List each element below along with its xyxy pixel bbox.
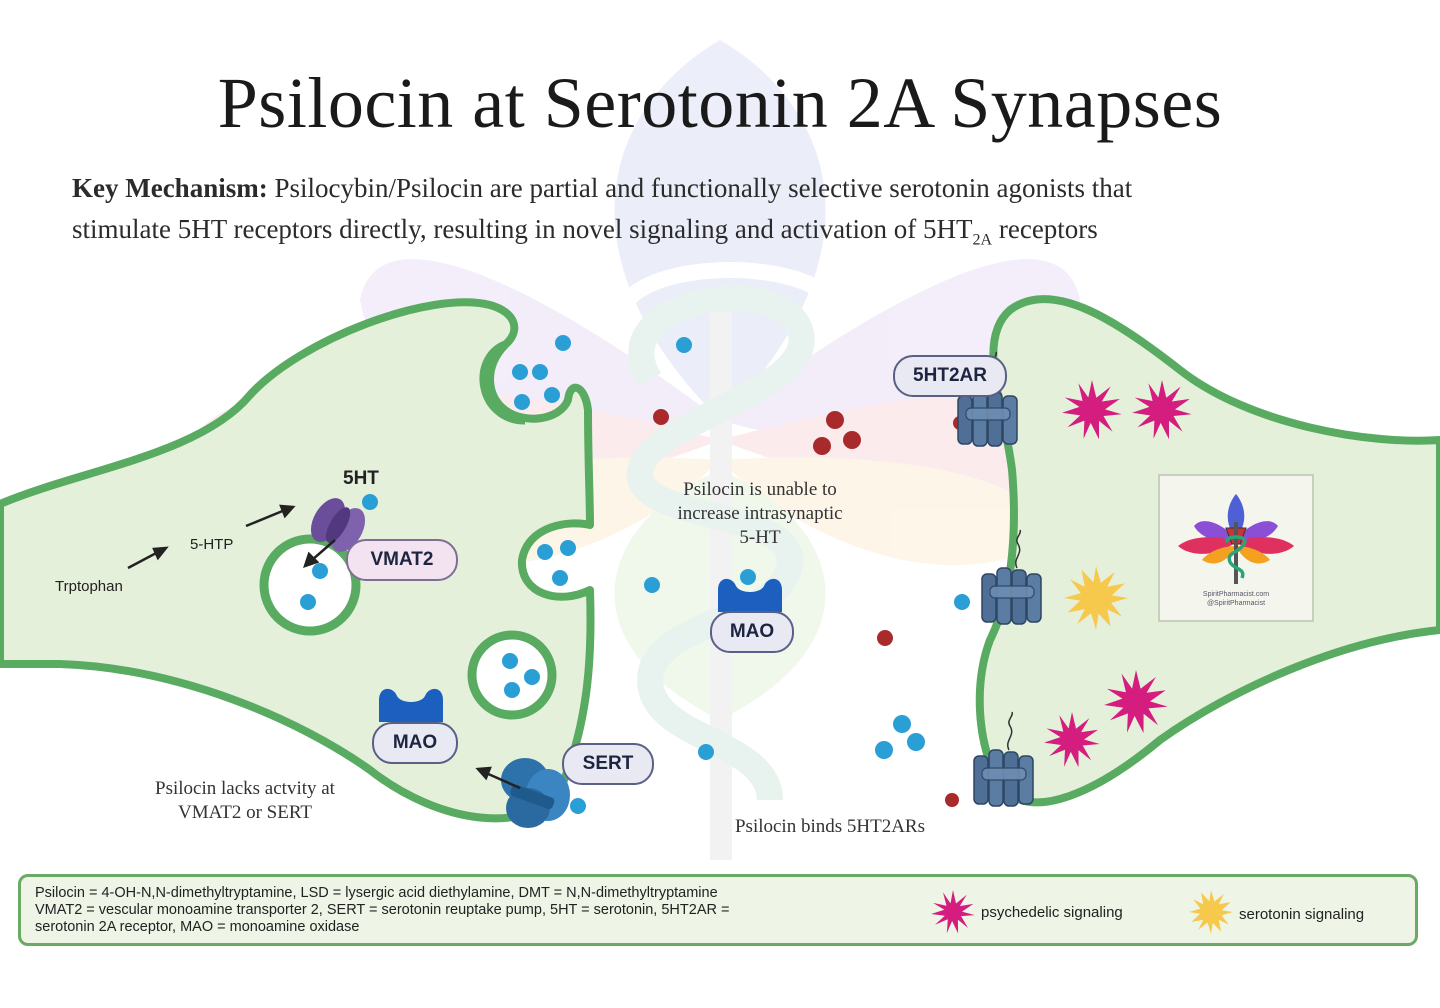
- mechanism-text-3: receptors: [992, 214, 1098, 244]
- label-trptophan: Trptophan: [55, 578, 123, 595]
- mechanism-subscript: 2A: [972, 231, 993, 249]
- legend-psychedelic-star: [931, 890, 975, 934]
- pathway-arrows: [127, 504, 521, 790]
- label-5htp: 5-HTP: [190, 536, 234, 553]
- vesicle-vmat2: [259, 534, 361, 636]
- legend-line-1: Psilocin = 4-OH-N,N-dimethyltryptamine, …: [35, 885, 718, 901]
- legend-box: Psilocin = 4-OH-N,N-dimethyltryptamine, …: [18, 874, 1418, 946]
- legend-line-3: serotonin 2A receptor, MAO = monoamine o…: [35, 919, 360, 935]
- mechanism-text-2: stimulate 5HT receptors directly, result…: [72, 214, 973, 244]
- logo-card: SpiritPharmacist.com @SpiritPharmacist: [1158, 474, 1314, 622]
- signaling-stars: [1044, 380, 1192, 768]
- legend-serotonin-label: serotonin signaling: [1239, 906, 1365, 923]
- diagram-title: Psilocin at Serotonin 2A Synapses: [217, 63, 1223, 143]
- serotonin-cleft: [362, 335, 970, 814]
- key-mechanism: Key Mechanism: Psilocybin/Psilocin are p…: [72, 168, 1382, 260]
- sert-transporter: [501, 758, 570, 828]
- note-binds: Psilocin binds 5HT2ARs: [734, 816, 926, 837]
- psychedelic-star: [1044, 712, 1100, 768]
- psychedelic-star: [1062, 380, 1122, 440]
- mechanism-line-2: stimulate 5HT receptors directly, result…: [72, 209, 1382, 260]
- vesicle-fusing-top: [479, 340, 560, 425]
- vesicle-fusing-mid: [537, 540, 576, 586]
- vmat2-label: VMAT2: [346, 539, 458, 581]
- note-unable-line-1: Psilocin is unable to: [683, 479, 837, 500]
- mechanism-label: Key Mechanism:: [72, 173, 268, 203]
- psychedelic-star: [1132, 380, 1192, 440]
- vesicle-bottom: [467, 630, 557, 720]
- mechanism-line-1: Key Mechanism: Psilocybin/Psilocin are p…: [72, 168, 1382, 209]
- mao-left-label: MAO: [372, 722, 458, 764]
- mechanism-text-1: Psilocybin/Psilocin are partial and func…: [267, 173, 1133, 203]
- legend-serotonin-star-icon: [1189, 890, 1233, 934]
- legend-serotonin-star: [1189, 890, 1233, 934]
- note-lacks-activity: Psilocin lacks actvity at VMAT2 or SERT: [120, 777, 370, 825]
- logo-site: SpiritPharmacist.com: [1202, 591, 1270, 598]
- serotonin-star: [1064, 566, 1128, 630]
- note-unable-line-2: increase intrasynaptic: [677, 503, 843, 524]
- legend-psychedelic-star-icon: [931, 890, 975, 934]
- label-5ht: 5HT: [343, 468, 379, 489]
- psychedelic-star: [1104, 670, 1168, 734]
- note-lacks-line-1: Psilocin lacks actvity at: [155, 778, 335, 799]
- sert-label: SERT: [562, 743, 654, 785]
- legend-psychedelic-label: psychedelic signaling: [981, 904, 1123, 921]
- lotus-logo: [1178, 494, 1294, 584]
- logo-handle: @SpiritPharmacist: [1206, 600, 1266, 607]
- note-unable: Psilocin is unable to increase intrasyna…: [650, 478, 870, 550]
- legend-definitions: Psilocin = 4-OH-N,N-dimethyltryptamine, …: [35, 885, 915, 936]
- mao-center-label: MAO: [710, 611, 794, 653]
- receptor-label: 5HT2AR: [893, 355, 1007, 397]
- note-unable-line-3: 5-HT: [739, 527, 781, 548]
- note-lacks-line-2: VMAT2 or SERT: [178, 802, 312, 823]
- legend-line-2: VMAT2 = vescular monoamine transporter 2…: [35, 902, 730, 918]
